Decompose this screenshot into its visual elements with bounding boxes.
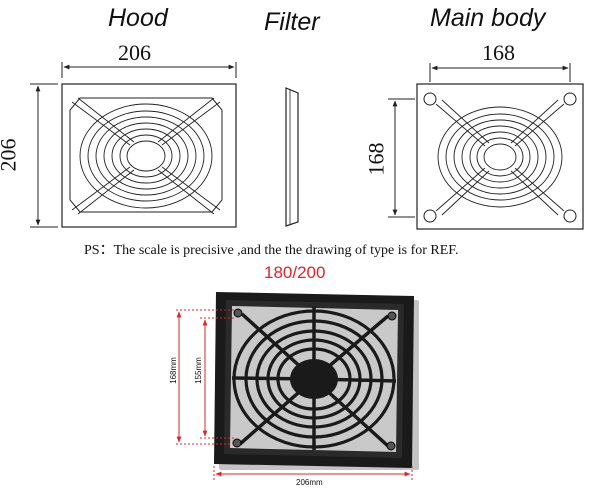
main-body-title: Main body bbox=[430, 4, 546, 32]
model-size-label: 180/200 bbox=[264, 263, 326, 282]
photo-inner-height-label: 155mm bbox=[193, 357, 203, 384]
hood-width-label: 206 bbox=[118, 40, 151, 65]
filter-drawing bbox=[285, 87, 299, 227]
main-width-label: 168 bbox=[482, 40, 515, 65]
scale-note: PS：The scale is precisive ,and the the d… bbox=[84, 243, 459, 258]
main-height-label: 168 bbox=[363, 142, 389, 176]
photo-width-label: 206mm bbox=[296, 478, 323, 487]
photo-outer-height-label: 168mm bbox=[168, 357, 178, 384]
hood-drawing bbox=[30, 62, 237, 228]
hood-title: Hood bbox=[108, 4, 168, 32]
hood-height-label: 206 bbox=[0, 138, 21, 172]
filter-title: Filter bbox=[264, 8, 320, 36]
main-body-drawing bbox=[388, 63, 584, 230]
product-photo bbox=[176, 292, 419, 482]
